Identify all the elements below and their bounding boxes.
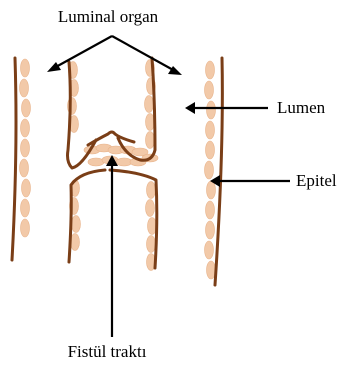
luminal-organ-arrows (47, 36, 182, 75)
right-organ-outer-wall (215, 58, 222, 285)
epithelial-cell (207, 101, 216, 119)
epithelial-cell (206, 121, 215, 139)
epithelial-cell (145, 96, 154, 113)
epithelial-cell (21, 219, 30, 237)
epithelial-cell (206, 61, 215, 79)
epithelial-cell (147, 236, 156, 253)
epithelial-cell (20, 79, 29, 97)
epithelial-cell (22, 99, 31, 117)
epithelial-cell (205, 81, 214, 99)
left-organ-outer-wall (12, 58, 16, 260)
luminal-organ-label: Luminal organ (58, 7, 159, 26)
epithelium-layer (20, 59, 216, 279)
epithelial-cell (206, 141, 215, 159)
epithelial-cell (206, 201, 215, 219)
epithelial-cell (21, 59, 30, 77)
epithelial-cell (147, 182, 156, 199)
fistul-trakti-label: Fistül traktı (68, 342, 147, 361)
fistula-cell (88, 158, 104, 166)
lumen-arrow (185, 102, 268, 114)
epithelial-cell (205, 161, 214, 179)
epithelial-cell (22, 179, 31, 197)
epithelial-cell (21, 139, 30, 157)
epithelial-cell (205, 241, 214, 259)
epithelial-cell (21, 119, 30, 137)
epithelial-cell (72, 216, 81, 233)
epitel-label: Epitel (296, 171, 337, 190)
lumen-label: Lumen (277, 98, 326, 117)
fistula-tract-arrow (106, 155, 118, 337)
fistula-cell (116, 158, 132, 166)
epithelial-cell (21, 199, 30, 217)
epithelial-cell (206, 221, 215, 239)
epithelial-cell (207, 181, 216, 199)
epithelial-cell (146, 132, 155, 149)
epithelial-cell (20, 159, 29, 177)
epithelial-cell (146, 200, 155, 217)
